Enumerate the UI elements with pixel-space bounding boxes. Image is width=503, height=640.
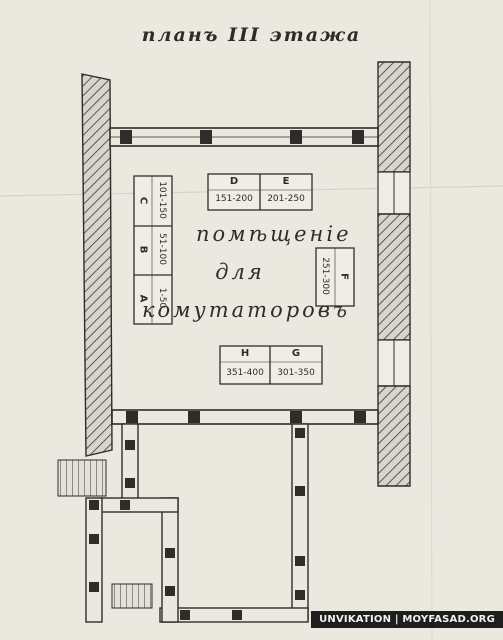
- column-marker: [89, 500, 99, 510]
- cell-d-range: 151-200: [215, 194, 253, 204]
- column-marker: [165, 548, 175, 558]
- column-marker: [295, 428, 305, 438]
- column-marker: [89, 582, 99, 592]
- room-label-line1: помѣщеніе: [196, 222, 352, 246]
- column-marker: [125, 478, 135, 488]
- column-marker: [354, 411, 366, 423]
- column-marker: [232, 610, 242, 620]
- cell-a-range: 1-50: [157, 287, 167, 309]
- stairs-left: [57, 459, 107, 497]
- right-wall-mid: [377, 213, 411, 341]
- column-marker: [188, 411, 200, 423]
- column-marker: [200, 130, 212, 144]
- left-wall: [81, 73, 113, 457]
- cell-f-range: 251-300: [320, 257, 330, 295]
- bottom-wall: [111, 409, 379, 425]
- stair-wall-right: [161, 497, 179, 623]
- column-marker: [120, 130, 132, 144]
- stair-wall-top: [99, 497, 179, 513]
- column-marker: [290, 411, 302, 423]
- column-marker: [295, 590, 305, 600]
- stairs-lower: [111, 583, 153, 609]
- paper-fold: [429, 0, 433, 640]
- cell-c-range: 101-150: [157, 181, 167, 219]
- stair-wall-left: [85, 497, 103, 623]
- cell-box-abc: [133, 175, 173, 325]
- cell-d-letter: D: [229, 176, 239, 187]
- column-marker: [290, 130, 302, 144]
- cell-g-range: 301-350: [277, 368, 315, 378]
- right-wall-top: [377, 61, 411, 173]
- plan-title: планъ III этажа: [141, 24, 362, 46]
- cell-h-range: 351-400: [226, 368, 264, 378]
- column-marker: [180, 610, 190, 620]
- cell-e-range: 201-250: [267, 194, 305, 204]
- column-marker: [125, 440, 135, 450]
- column-marker: [295, 556, 305, 566]
- lower-wall-left: [121, 423, 139, 505]
- column-marker: [352, 130, 364, 144]
- cell-g-letter: G: [291, 348, 301, 359]
- cell-h-letter: H: [240, 348, 250, 359]
- cell-b-range: 51-100: [157, 233, 167, 265]
- cell-c-letter: C: [137, 196, 149, 205]
- column-marker: [165, 586, 175, 596]
- cell-f-letter: F: [338, 273, 350, 280]
- cell-e-letter: E: [282, 176, 290, 187]
- column-marker: [126, 411, 138, 423]
- cell-b-letter: B: [137, 245, 149, 254]
- column-marker: [295, 486, 305, 496]
- cell-a-letter: A: [137, 294, 149, 303]
- room-label-line2: для: [215, 260, 265, 284]
- cell-box-hg: [219, 345, 323, 385]
- room-label-line3: комутаторовъ: [141, 298, 351, 322]
- column-marker: [120, 500, 130, 510]
- right-wall-bottom: [377, 385, 411, 487]
- column-marker: [89, 534, 99, 544]
- watermark: UNVIKATION | MOYFASAD.ORG: [311, 611, 503, 628]
